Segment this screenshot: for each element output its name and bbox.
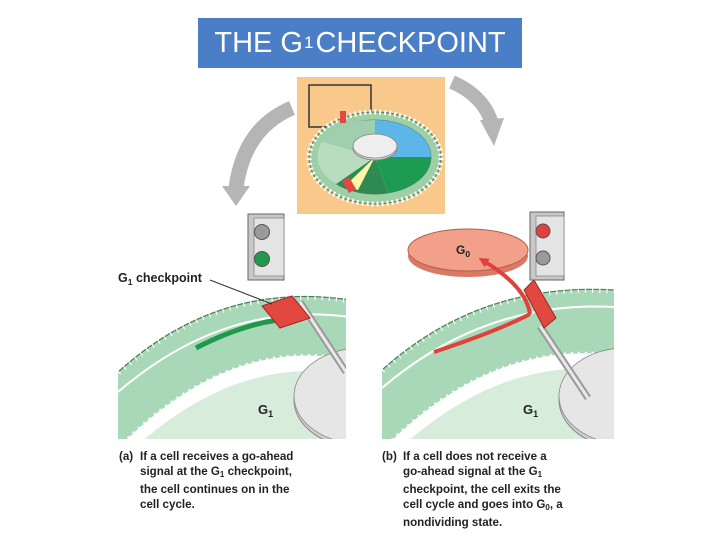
checkpoint-gate-b — [523, 279, 557, 329]
panel-b — [382, 279, 614, 439]
g1-label-b: G1 — [523, 402, 538, 419]
g1-label-a: G1 — [258, 402, 273, 419]
checkpoint-gate-a — [261, 295, 311, 329]
caption-b-lead: (b) — [382, 450, 397, 463]
traffic-light-stop-icon — [529, 211, 565, 281]
g0-disc — [407, 228, 529, 277]
caption-b: (b) If a cell does not receive a go-ahea… — [382, 450, 563, 529]
curved-arrow-right — [448, 75, 504, 146]
red-exit-arrow — [433, 257, 532, 354]
caption-a-lead: (a) — [119, 450, 134, 463]
panel-a — [118, 292, 346, 439]
cell-cycle-inset — [297, 77, 445, 214]
g0-label: G0 — [456, 243, 470, 259]
traffic-light-go-icon — [247, 213, 285, 281]
caption-a: (a) If a cell receives a go-ahead signal… — [119, 450, 294, 511]
g1-checkpoint-label: G1 checkpoint — [118, 271, 203, 287]
curved-arrow-left — [222, 101, 296, 206]
